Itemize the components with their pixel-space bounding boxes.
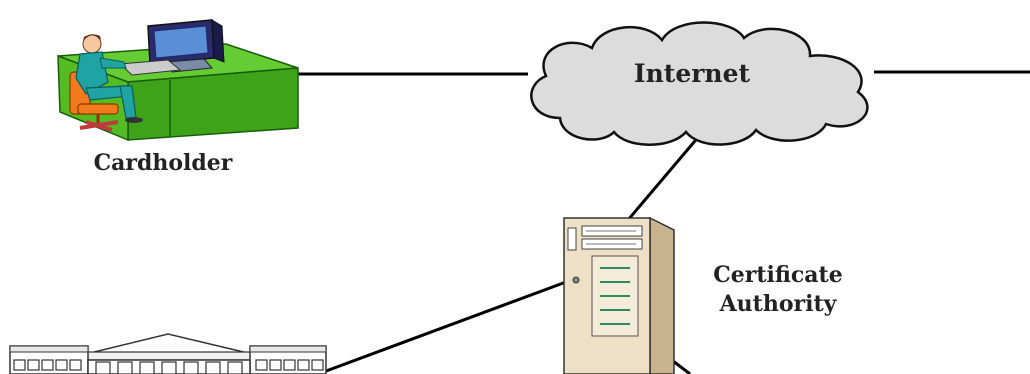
certificate-authority-label-line2: Authority	[719, 291, 838, 317]
internet-label: Internet	[634, 59, 751, 88]
connector-internet-certificate-authority	[628, 135, 700, 220]
connector-bank-certificate-authority	[318, 282, 566, 374]
server-tower-icon	[564, 218, 674, 374]
bank-building-icon	[10, 334, 326, 374]
person-at-computer-desk-icon	[58, 20, 298, 140]
cardholder-label: Cardholder	[94, 150, 233, 176]
certificate-authority-label-line1: Certificate	[713, 262, 842, 288]
